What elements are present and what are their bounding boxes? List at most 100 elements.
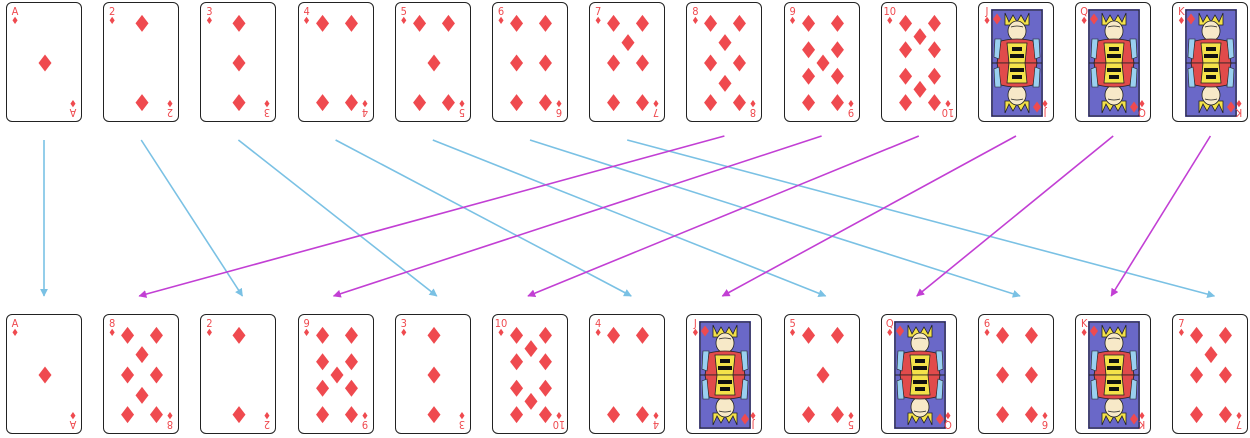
diamond-suit-icon: ♦ <box>202 17 216 27</box>
diamond-suit-icon: ♦ <box>591 329 605 339</box>
diamond-suit-icon: ♦ <box>844 97 858 107</box>
diamond-pip <box>39 367 52 384</box>
diamond-suit-icon: ♦ <box>163 97 177 107</box>
bottom-card-3-diamonds: 3♦3♦ <box>395 314 471 434</box>
diamond-suit-icon: ♦ <box>455 409 469 419</box>
diamond-pip <box>442 94 455 111</box>
diamond-suit-icon: ♦ <box>66 409 80 419</box>
diamond-pip <box>316 15 329 32</box>
diamond-pip <box>233 94 246 111</box>
bottom-card-4-diamonds: 4♦4♦ <box>589 314 665 434</box>
diamond-suit-icon: ♦ <box>980 17 994 27</box>
diamond-suit-icon: ♦ <box>883 17 897 27</box>
diamond-suit-icon: ♦ <box>883 329 897 339</box>
corner-index-bottom: 5♦ <box>455 97 469 118</box>
corner-index-top: Q♦ <box>1077 6 1091 27</box>
bottom-card-6-diamonds: 6♦ 6♦ <box>978 314 1054 434</box>
diamond-suit-icon: ♦ <box>202 329 216 339</box>
diamond-pip <box>427 55 440 72</box>
corner-index-bottom: Q♦ <box>1135 97 1149 118</box>
diamond-suit-icon: ♦ <box>105 329 119 339</box>
diamond-pip <box>345 406 358 423</box>
bottom-card-q-diamonds: Q♦Q♦ <box>881 314 957 434</box>
corner-index-top: 2♦ <box>202 318 216 339</box>
diamond-pip <box>539 15 552 32</box>
diamond-pip <box>316 380 329 397</box>
diamond-pip <box>525 340 538 357</box>
top-card-k-diamonds: K♦K♦ <box>1172 2 1248 122</box>
diamond-suit-icon: ♦ <box>1135 409 1149 419</box>
diamond-suit-icon: ♦ <box>1174 17 1188 27</box>
corner-index-bottom: K♦ <box>1232 97 1246 118</box>
diamond-pip <box>816 367 829 384</box>
corner-index-top: 3♦ <box>202 6 216 27</box>
rank-label: 7 <box>1232 419 1246 430</box>
diamond-pip <box>704 15 717 32</box>
diamond-pip <box>913 81 926 98</box>
diamond-pip <box>1190 327 1203 344</box>
diamond-pip <box>233 327 246 344</box>
diamond-pip <box>607 327 620 344</box>
top-card-q-diamonds: Q♦ Q♦ <box>1075 2 1151 122</box>
diamond-pip <box>1219 367 1232 384</box>
corner-index-bottom: Q♦ <box>941 409 955 430</box>
corner-index-top: K♦ <box>1077 318 1091 339</box>
diamond-pip <box>1219 327 1232 344</box>
rank-label: 8 <box>746 107 760 118</box>
diamond-pip <box>121 327 134 344</box>
diamond-pip <box>1205 346 1218 363</box>
diamond-pip <box>802 406 815 423</box>
diamond-pip <box>899 41 912 58</box>
diamond-pip <box>345 380 358 397</box>
diamond-pip <box>510 327 523 344</box>
diamond-pip <box>733 94 746 111</box>
diamond-pip <box>607 55 620 72</box>
diamond-suit-icon: ♦ <box>397 17 411 27</box>
diamond-pip <box>427 367 440 384</box>
diamond-suit-icon: ♦ <box>1135 97 1149 107</box>
corner-index-bottom: J♦ <box>746 409 760 430</box>
corner-index-top: J♦ <box>688 318 702 339</box>
diamond-pip <box>316 94 329 111</box>
corner-index-bottom: 6♦ <box>552 97 566 118</box>
diamond-pip <box>121 367 134 384</box>
corner-index-top: 6♦ <box>494 6 508 27</box>
diamond-suit-icon: ♦ <box>1038 97 1052 107</box>
corner-index-bottom: 6♦ <box>1038 409 1052 430</box>
diamond-suit-icon: ♦ <box>1232 409 1246 419</box>
top-card-7-diamonds: 7♦7♦ <box>589 2 665 122</box>
rank-label: K <box>1135 419 1149 430</box>
corner-index-bottom: 7♦ <box>1232 409 1246 430</box>
rank-label: 6 <box>1038 419 1052 430</box>
rank-label: J <box>1038 107 1052 118</box>
rank-label: 6 <box>552 107 566 118</box>
diamond-pip <box>913 28 926 45</box>
diamond-suit-icon: ♦ <box>260 97 274 107</box>
corner-index-top: 6♦ <box>980 318 994 339</box>
diamond-pip <box>831 15 844 32</box>
top-card-2-diamonds: 2♦2♦ <box>103 2 179 122</box>
diamond-pip <box>719 34 732 51</box>
diamond-suit-icon: ♦ <box>358 409 372 419</box>
diamond-pip <box>831 406 844 423</box>
arrow-9-purple <box>334 136 822 296</box>
rank-label: Q <box>941 419 955 430</box>
corner-index-bottom: 9♦ <box>358 409 372 430</box>
diamond-pip <box>510 353 523 370</box>
diamond-pip <box>636 94 649 111</box>
diamond-pip <box>525 393 538 410</box>
diamond-pip <box>607 94 620 111</box>
bottom-card-k-diamonds: K♦ K♦ <box>1075 314 1151 434</box>
diamond-pip <box>510 406 523 423</box>
diamond-pip <box>233 406 246 423</box>
diamond-pip <box>928 15 941 32</box>
corner-index-top: 9♦ <box>300 318 314 339</box>
diamond-pip <box>233 55 246 72</box>
diamond-pip <box>345 327 358 344</box>
rank-label: 9 <box>844 107 858 118</box>
corner-index-top: A♦ <box>8 318 22 339</box>
diamond-pip <box>136 387 149 404</box>
diamond-suit-icon: ♦ <box>746 97 760 107</box>
bottom-card-j-diamonds: J♦ J♦ <box>686 314 762 434</box>
diamond-pip <box>539 380 552 397</box>
